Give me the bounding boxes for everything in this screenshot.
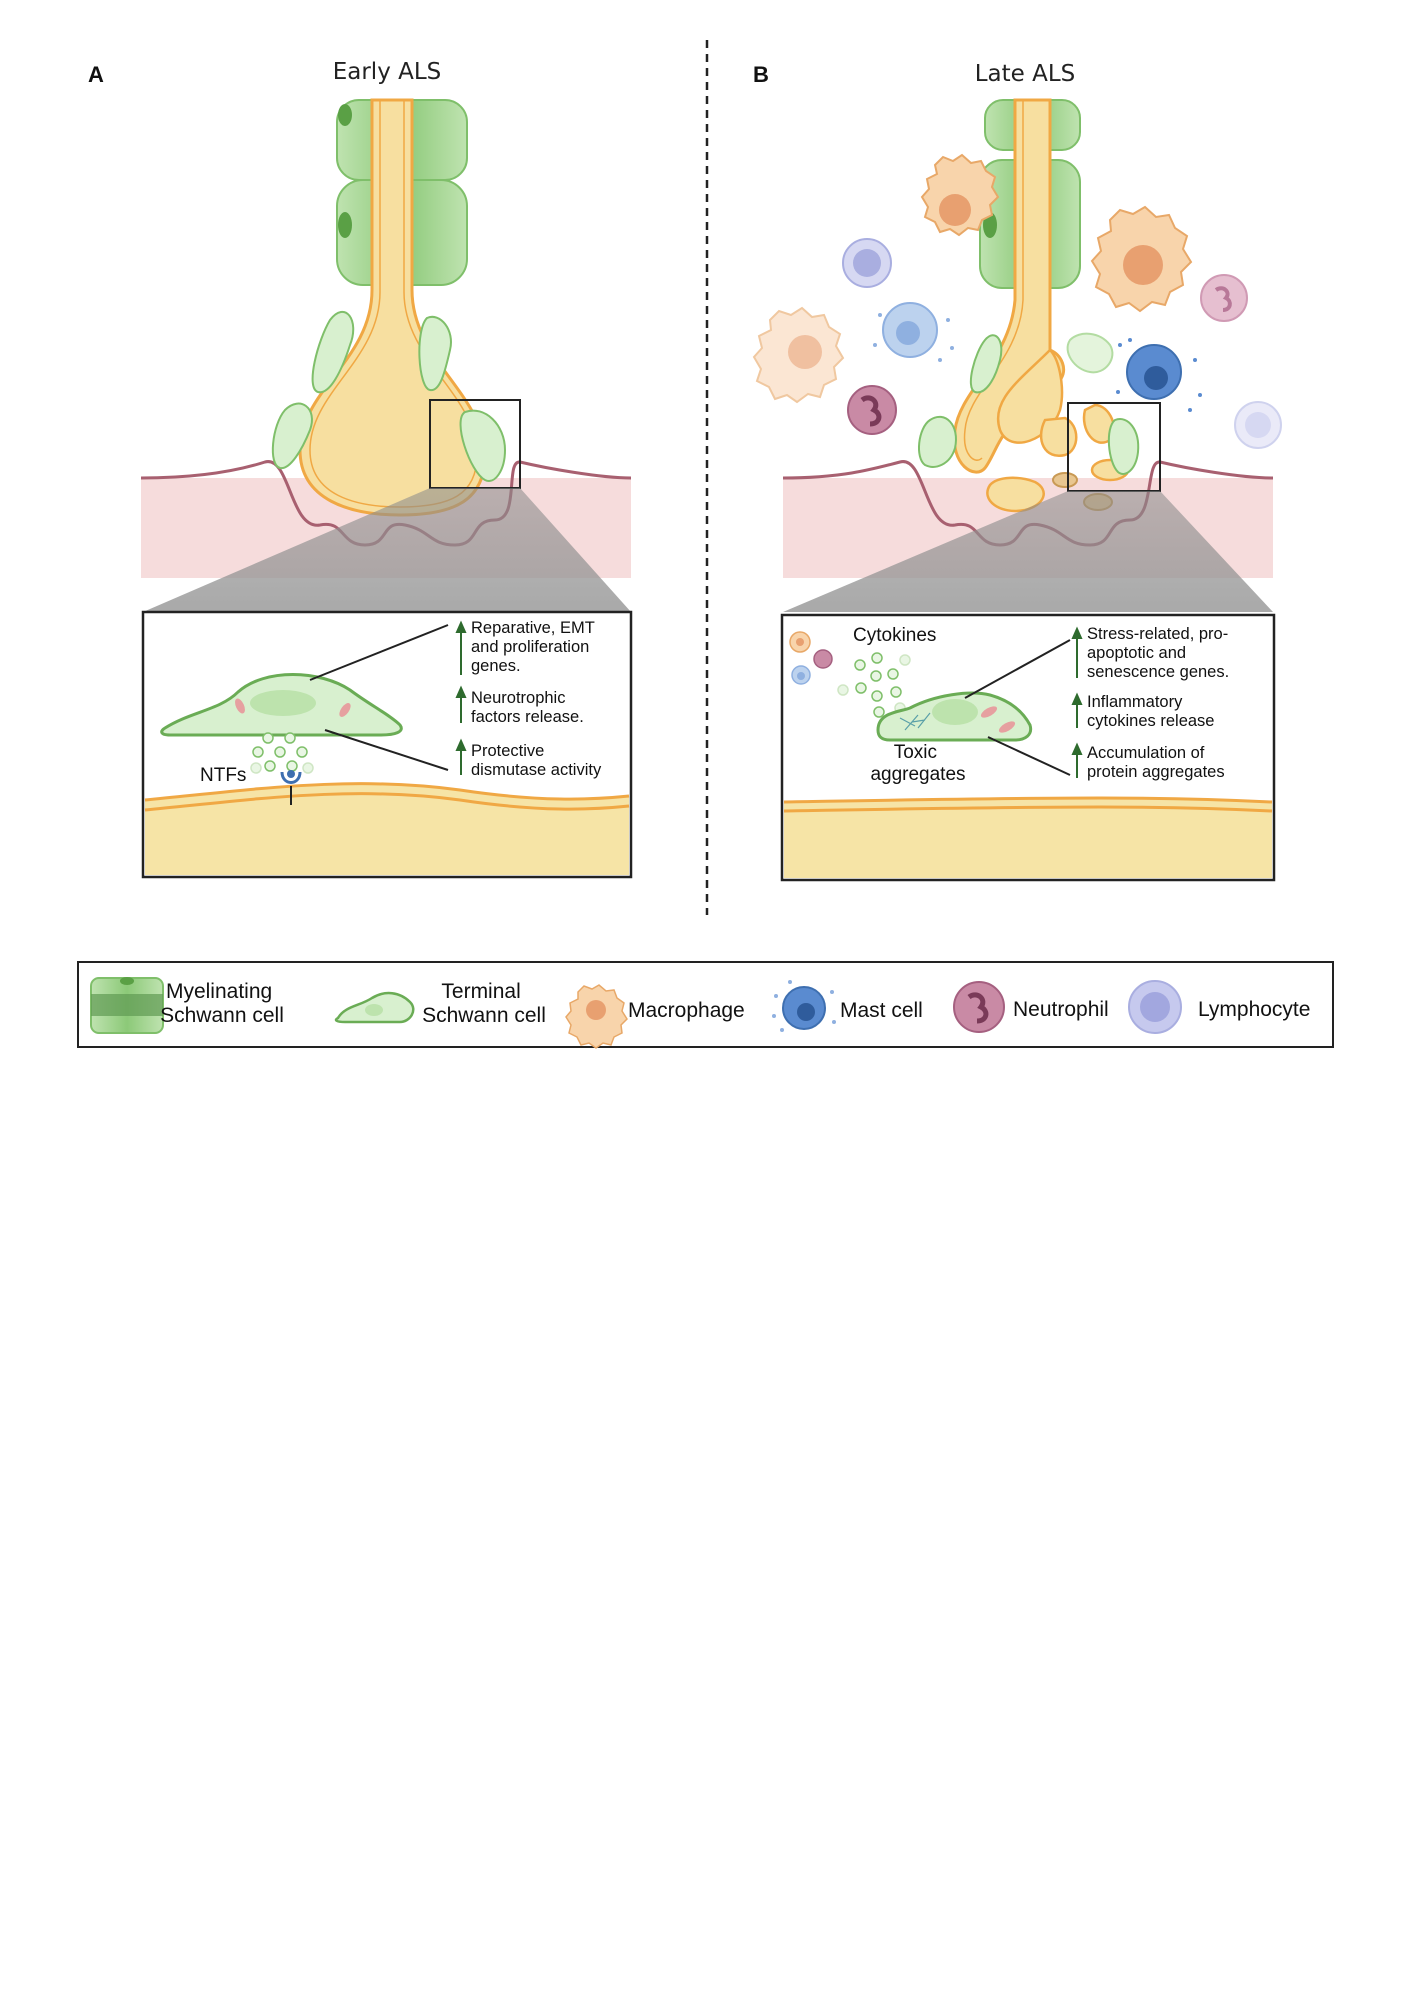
legend-macrophage-icon <box>565 984 628 1049</box>
terminal-schwann-cells-b <box>918 334 1140 475</box>
terminal-schwann-cells-a <box>271 311 507 482</box>
legend-myelinating-line-1: Myelinating <box>166 980 272 1003</box>
panel-a-title: Early ALS <box>333 59 442 85</box>
effect-b-1-line-2: apoptotic and <box>1087 644 1186 662</box>
legend-mast-cell: Mast cell <box>840 999 923 1022</box>
effect-a-3-line-1: Protective <box>471 742 544 760</box>
toxic-label-line-1: Toxic <box>894 742 937 763</box>
toxic-label-line-2: aggregates <box>870 764 965 785</box>
panel-b-letter: B <box>753 62 769 87</box>
effect-b-3-line-2: protein aggregates <box>1087 763 1225 781</box>
panel-b: B Late ALS <box>752 61 1282 882</box>
legend-terminal-schwann: Terminal Schwann cell <box>422 980 546 1027</box>
panel-a-letter: A <box>88 62 104 87</box>
inset-a: NTFs Reparative, EMT and proliferation g… <box>141 610 633 879</box>
legend-neutrophil-icon <box>953 981 1005 1033</box>
panel-a: A Early ALS <box>88 59 633 879</box>
effect-b-2-line-2: cytokines release <box>1087 712 1214 730</box>
effect-b-2-line-1: Inflammatory <box>1087 693 1183 711</box>
effect-b-3-line-1: Accumulation of <box>1087 744 1205 762</box>
legend-lymphocyte: Lymphocyte <box>1198 998 1310 1021</box>
legend-terminal-line-1: Terminal <box>441 980 520 1003</box>
effect-a-1-line-3: genes. <box>471 657 521 675</box>
effect-b-1-line-1: Stress-related, pro- <box>1087 625 1228 643</box>
floating-schwann-b <box>1066 332 1114 374</box>
toxic-label: Toxic aggregates <box>870 742 965 785</box>
panel-b-title: Late ALS <box>975 61 1076 87</box>
effect-b-1-line-3: senescence genes. <box>1087 663 1229 681</box>
effect-b-2: Inflammatory cytokines release <box>1087 693 1214 730</box>
effect-a-1: Reparative, EMT and proliferation genes. <box>471 619 599 675</box>
macrophage-cells-b <box>752 153 1193 404</box>
effect-b-1: Stress-related, pro- apoptotic and senes… <box>1087 625 1233 681</box>
legend-terminal-line-2: Schwann cell <box>422 1004 546 1027</box>
legend-terminal-schwann-icon <box>334 991 415 1024</box>
legend-myelinating-schwann-icon <box>90 977 164 1034</box>
effect-a-1-line-1: Reparative, EMT <box>471 619 595 637</box>
effect-a-2: Neurotrophic factors release. <box>471 689 584 726</box>
cytokines-label: Cytokines <box>853 625 936 646</box>
effect-a-3-line-2: dismutase activity <box>471 761 602 779</box>
legend-macrophage: Macrophage <box>628 999 745 1022</box>
effect-a-1-line-2: and proliferation <box>471 638 589 656</box>
zoom-cone-b <box>783 491 1273 612</box>
effect-b-3: Accumulation of protein aggregates <box>1087 744 1225 781</box>
legend-myelinating-line-2: Schwann cell <box>160 1004 284 1027</box>
mast-cells-b <box>873 302 1202 412</box>
inset-b: Cytokines Toxic aggregates <box>780 613 1276 882</box>
lymphocyte-cells-b <box>842 238 1282 449</box>
legend: Myelinating Schwann cell Terminal Schwan… <box>77 961 1334 1049</box>
legend-neutrophil: Neutrophil <box>1013 998 1109 1021</box>
neutrophil-cells-b <box>847 274 1248 435</box>
legend-lymphocyte-icon <box>1128 980 1182 1034</box>
effect-a-3: Protective dismutase activity <box>471 742 602 779</box>
legend-mast-cell-icon <box>772 980 836 1032</box>
zoom-cone-a <box>143 488 631 612</box>
legend-myelinating-schwann: Myelinating Schwann cell <box>160 980 284 1027</box>
effect-a-2-line-2: factors release. <box>471 708 584 726</box>
ntfs-label: NTFs <box>200 765 246 786</box>
effect-a-2-line-1: Neurotrophic <box>471 689 565 707</box>
